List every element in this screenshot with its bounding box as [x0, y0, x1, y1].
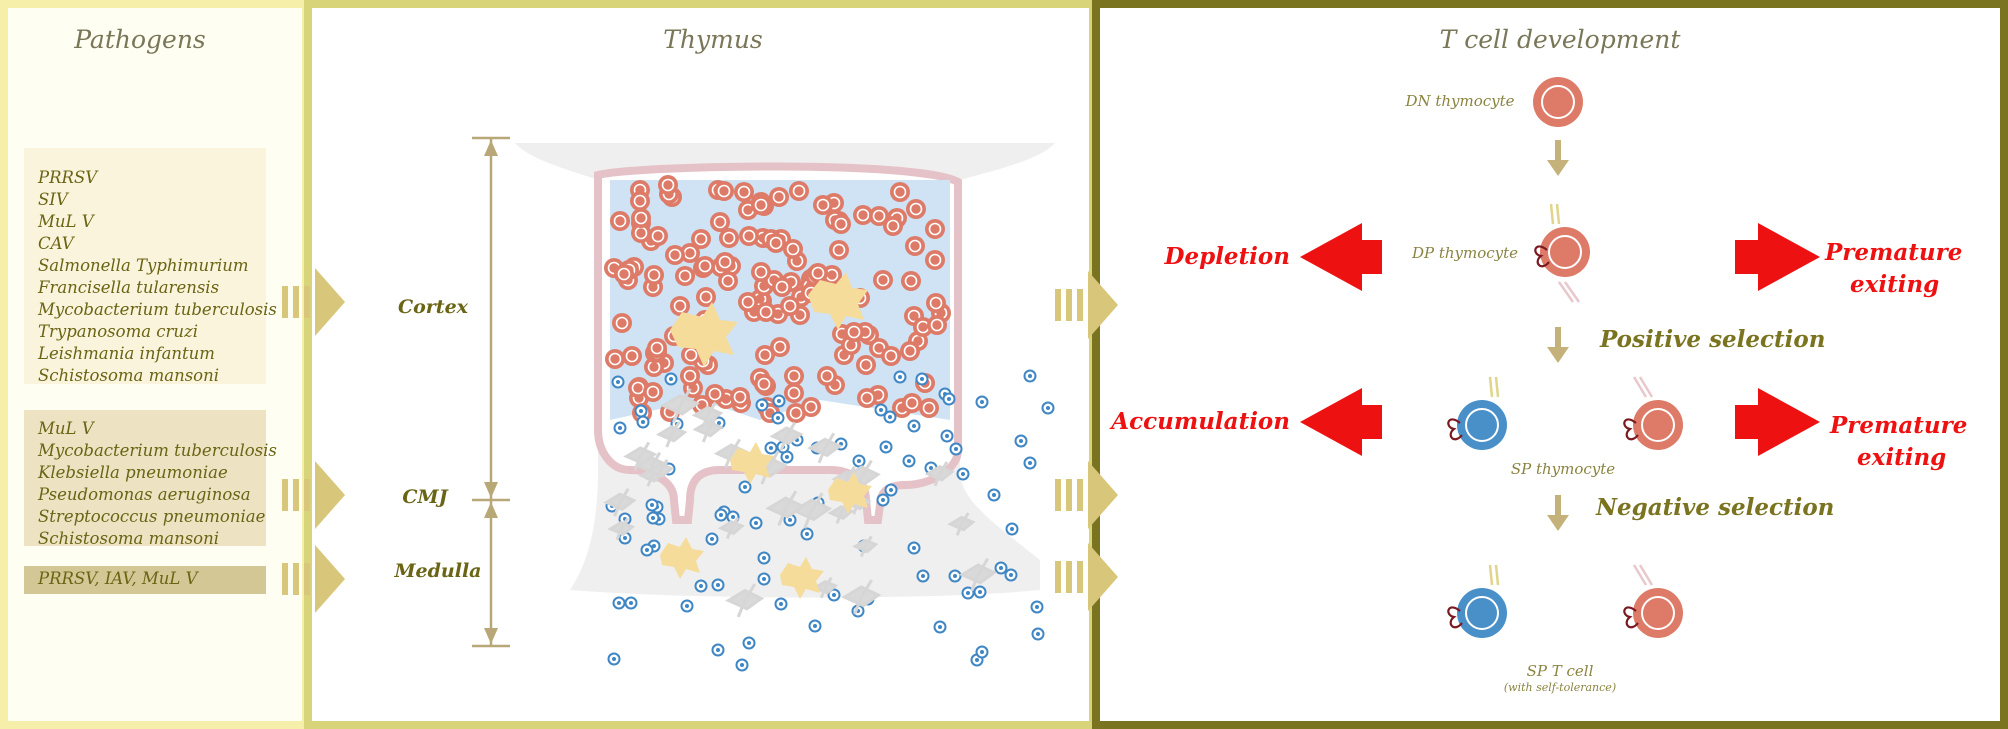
dp-thymocyte-label: DP thymocyte — [1411, 244, 1518, 262]
pathogen-item: Pseudomonas aeruginosa — [38, 485, 251, 504]
premature-exit-arrow-dp — [1735, 223, 1820, 291]
dp-thymocyte-cell — [1534, 203, 1590, 303]
pathogen-item: Streptococcus pneumoniae — [38, 507, 266, 526]
premature-label-2: Premature — [1829, 412, 1967, 439]
cortex-label: Cortex — [398, 296, 469, 318]
depletion-arrow — [1300, 223, 1382, 291]
premature-exit-arrow-sp — [1735, 388, 1820, 456]
premature-label-1: Premature — [1824, 239, 1962, 266]
pathogen-item: Schistosoma mansoni — [38, 366, 220, 385]
medulla-pathogen-item: PRRSV, IAV, MuL V — [38, 569, 198, 588]
pathogen-item: Leishmania infantum — [38, 344, 215, 363]
pathogen-item: Francisella tularensis — [38, 278, 220, 297]
depletion-label: Depletion — [1164, 243, 1290, 270]
thymus-lobule — [515, 143, 1055, 672]
pathogen-item: MuL V — [38, 212, 94, 231]
accumulation-label: Accumulation — [1109, 408, 1290, 435]
sp-cd8-thymocyte-cell — [1623, 376, 1683, 450]
pathogen-item: Mycobacterium tuberculosis — [38, 441, 277, 460]
pathogen-item: PRRSV — [38, 168, 98, 187]
region-scale-bar — [472, 136, 510, 648]
pathogen-item: CAV — [38, 234, 74, 253]
dn-thymocyte-cell — [1533, 77, 1583, 127]
accumulation-arrow — [1300, 388, 1382, 456]
sp-cd4-t-cell — [1447, 564, 1507, 638]
tcell-title: T cell development — [1440, 25, 1682, 54]
pathogen-item: MuL V — [38, 419, 94, 438]
sp-thymocyte-label: SP thymocyte — [1511, 460, 1615, 478]
cortex-pathogen-box — [24, 148, 266, 384]
medulla-label: Medulla — [394, 560, 482, 582]
exiting-label-1: exiting — [1850, 271, 1939, 298]
medulla-pathogen-box — [24, 566, 266, 594]
exiting-label-2: exiting — [1857, 444, 1946, 471]
sp-cd8-t-cell — [1623, 564, 1683, 638]
pathogen-item: SIV — [38, 190, 68, 209]
medulla-pathogen-list: PRRSV, IAV, MuL V — [24, 560, 212, 602]
negative-selection-label: Negative selection — [1595, 494, 1834, 521]
pathogen-item: Mycobacterium tuberculosis — [38, 300, 277, 319]
pathogen-item: Trypanosoma cruzi — [38, 322, 199, 341]
dn-thymocyte-label: DN thymocyte — [1404, 92, 1514, 110]
cmj-label: CMJ — [402, 486, 449, 508]
pathogen-item: Klebsiella pneumoniae — [38, 463, 228, 482]
thymus-title: Thymus — [663, 25, 763, 54]
sp-t-cell-label: SP T cell — [1527, 662, 1594, 680]
positive-selection-label: Positive selection — [1599, 326, 1825, 353]
sp-cd4-thymocyte-cell — [1447, 376, 1507, 450]
pathogens-title: Pathogens — [73, 25, 206, 54]
cmj-pathogen-box — [24, 410, 266, 546]
self-tolerance-note: (with self-tolerance) — [1504, 681, 1616, 694]
pathogen-item: Schistosoma mansoni — [38, 529, 220, 548]
pathogen-item: Salmonella Typhimurium — [38, 256, 249, 275]
